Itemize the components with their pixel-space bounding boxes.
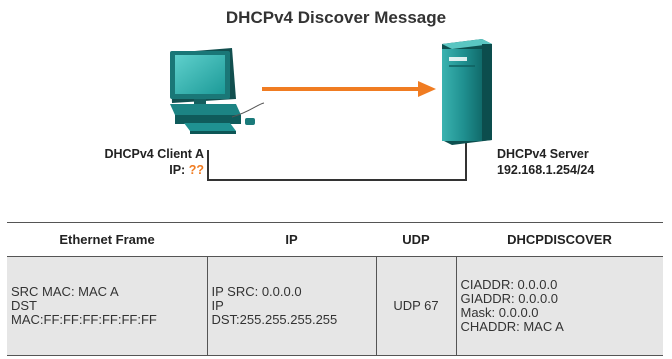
frame-data-row: SRC MAC: MAC A DST MAC:FF:FF:FF:FF:FF:FF…	[7, 256, 663, 356]
ethernet-cell: SRC MAC: MAC A DST MAC:FF:FF:FF:FF:FF:FF	[7, 256, 207, 356]
ip-label: IP	[211, 298, 224, 313]
client-computer-icon	[170, 48, 265, 134]
header-ethernet-frame: Ethernet Frame	[7, 222, 207, 257]
dhcp-mask: Mask: 0.0.0.0	[460, 305, 539, 320]
discover-arrow	[262, 81, 436, 97]
ip-dst: DST:255.255.255.255	[211, 312, 338, 327]
ip-cell: IP SRC: 0.0.0.0 IP DST:255.255.255.255	[206, 256, 376, 356]
server-address: 192.168.1.254/24	[497, 163, 595, 177]
ethernet-dst-mac: MAC:FF:FF:FF:FF:FF:FF	[11, 312, 157, 327]
client-ip-label: IP:	[169, 163, 186, 177]
ip-src: IP SRC: 0.0.0.0	[211, 284, 302, 299]
dhcp-giaddr: GIADDR: 0.0.0.0	[460, 291, 559, 306]
header-ip: IP	[207, 222, 376, 257]
udp-cell: UDP 67	[375, 256, 456, 356]
frame-table: Ethernet Frame IP UDP DHCPDISCOVER SRC M…	[7, 222, 663, 356]
header-udp: UDP	[376, 222, 456, 257]
diagram-title: DHCPv4 Discover Message	[225, 8, 447, 27]
server-label: DHCPv4 Server 192.168.1.254/24	[497, 146, 657, 178]
server-icon	[442, 39, 492, 145]
dhcp-chaddr: CHADDR: MAC A	[460, 319, 564, 334]
network-cable	[207, 142, 467, 181]
udp-port: UDP 67	[393, 298, 439, 313]
ethernet-dst: DST	[11, 298, 37, 313]
client-label: DHCPv4 Client A IP: ??	[60, 146, 204, 178]
client-name: DHCPv4 Client A	[104, 147, 204, 161]
frame-header-row: Ethernet Frame IP UDP DHCPDISCOVER	[7, 222, 663, 257]
network-diagram	[170, 39, 492, 181]
dhcp-cell: CIADDR: 0.0.0.0 GIADDR: 0.0.0.0 Mask: 0.…	[455, 256, 663, 356]
client-ip: IP: ??	[60, 162, 204, 178]
client-ip-value: ??	[188, 163, 204, 177]
header-dhcpdiscover: DHCPDISCOVER	[456, 222, 663, 257]
ethernet-src: SRC MAC: MAC A	[11, 284, 119, 299]
server-name: DHCPv4 Server	[497, 147, 589, 161]
dhcp-ciaddr: CIADDR: 0.0.0.0	[460, 277, 558, 292]
